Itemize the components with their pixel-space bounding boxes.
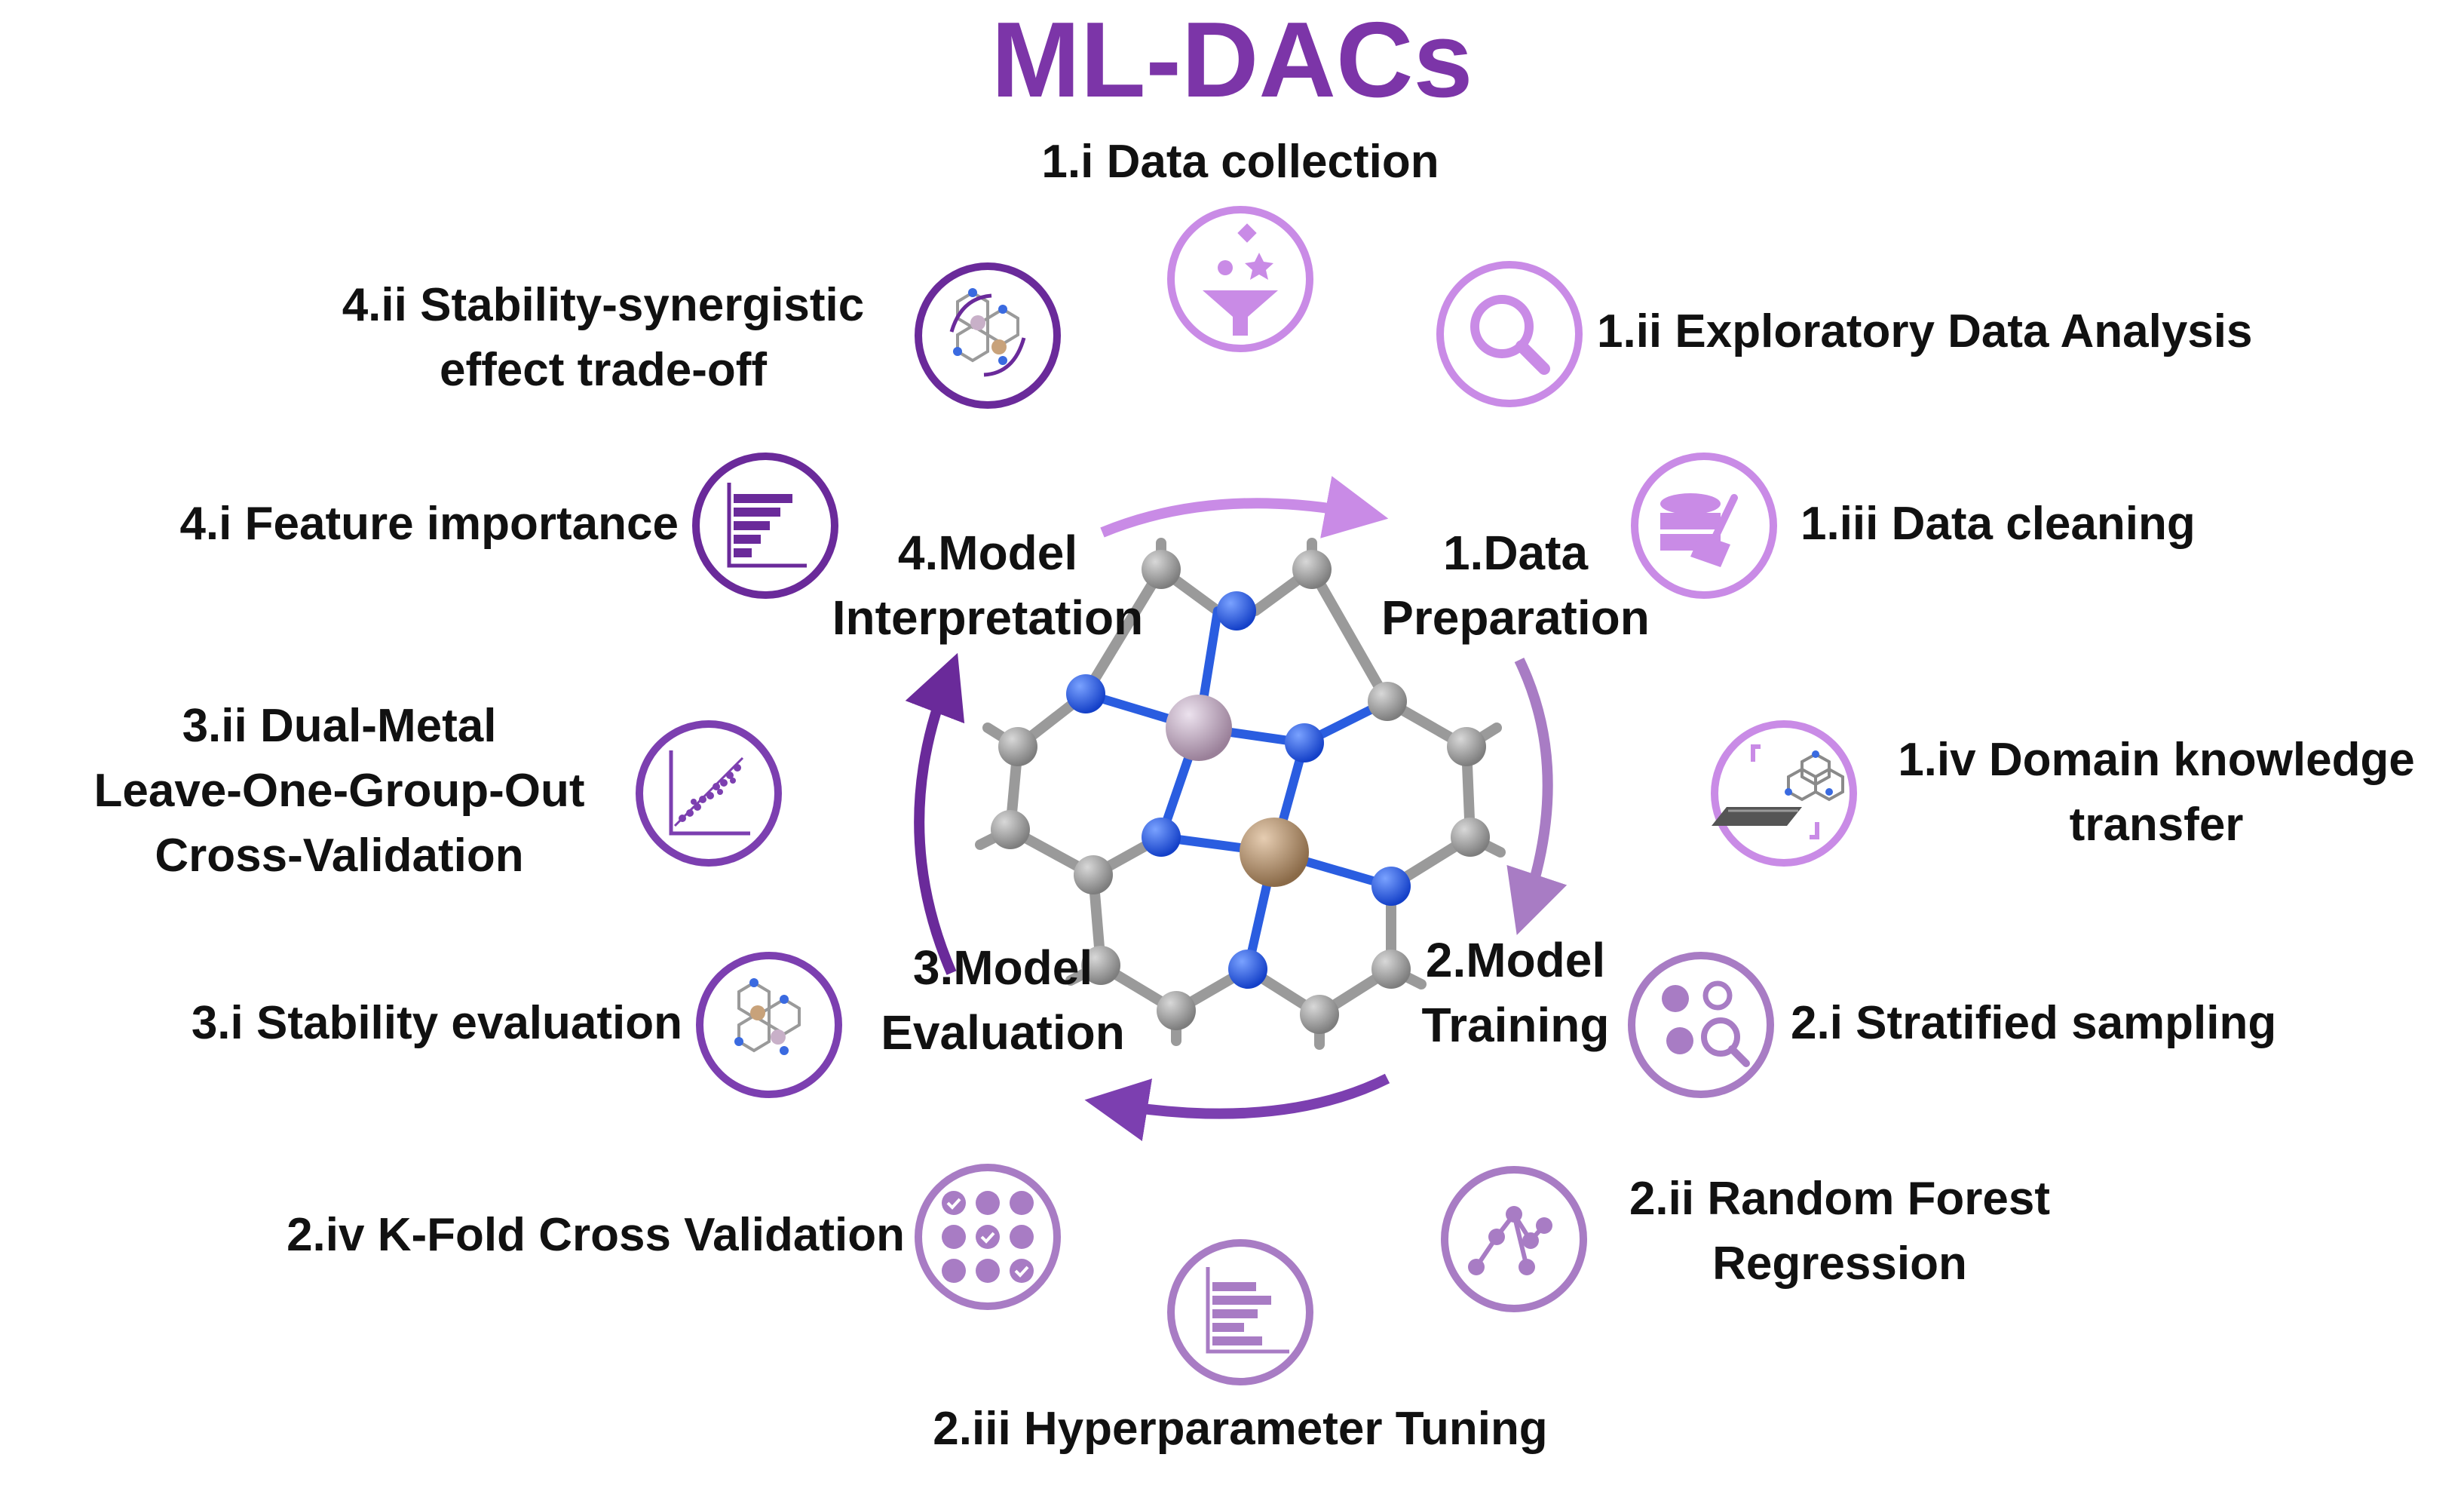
stage-label-training: 2.Model Training <box>1421 933 1610 1052</box>
arrow-interp-to-prep <box>1100 476 1389 538</box>
database-broom-icon <box>1631 453 1777 599</box>
dot-grid-check-icon <box>915 1164 1061 1310</box>
label-data-cleaning: 1.iii Data cleaning <box>1800 498 2196 550</box>
scatter-plot-icon <box>636 720 782 867</box>
molecule-tradeoff-icon <box>915 262 1061 409</box>
arrow-train-to-eval <box>1084 1073 1390 1142</box>
magnifier-icon <box>1436 261 1583 407</box>
funnel-shapes-icon <box>1167 206 1313 352</box>
stage-label-evaluation: 3.Model Evaluation <box>881 940 1125 1060</box>
transfer-structure-icon <box>1711 720 1857 867</box>
label-domain-knowledge-transfer: 1.iv Domain knowledge transfer <box>1898 734 2415 851</box>
label-k-fold-cross-validation: 2.iv K-Fold Cross Validation <box>287 1209 905 1261</box>
label-exploratory-data-analysis: 1.ii Exploratory Data Analysis <box>1597 305 2253 357</box>
stage-label-interpretation: 4.Model Interpretation <box>832 526 1144 645</box>
sampling-magnifier-icon <box>1628 952 1774 1098</box>
label-stratified-sampling: 2.i Stratified sampling <box>1791 997 2277 1049</box>
importance-bars-icon <box>692 453 838 599</box>
label-random-forest-regression: 2.ii Random Forest Regression <box>1629 1173 2051 1290</box>
label-data-collection: 1.i Data collection <box>1041 136 1439 188</box>
cycle-arrows <box>905 476 1568 1142</box>
label-logo-cross-validation: 3.ii Dual-Metal Leave-One-Group-Out Cros… <box>93 700 585 882</box>
label-stability-evaluation: 3.i Stability evaluation <box>191 997 682 1049</box>
arrow-prep-to-train <box>1506 657 1568 935</box>
tree-network-icon <box>1441 1166 1587 1312</box>
molecule-structure-icon <box>696 952 842 1098</box>
dual-metal-molecule <box>975 538 1506 1050</box>
stage-label-preparation: 1.Data Preparation <box>1381 526 1650 645</box>
label-feature-importance: 4.i Feature importance <box>179 498 679 550</box>
label-hyperparameter-tuning: 2.iii Hyperparameter Tuning <box>933 1403 1548 1455</box>
arrow-eval-to-interp <box>905 652 965 975</box>
label-stability-synergistic-tradeoff: 4.ii Stability-synergistic effect trade-… <box>342 279 865 396</box>
diagram-title: ML-DACs <box>991 0 1473 120</box>
bar-chart-icon <box>1167 1239 1313 1385</box>
